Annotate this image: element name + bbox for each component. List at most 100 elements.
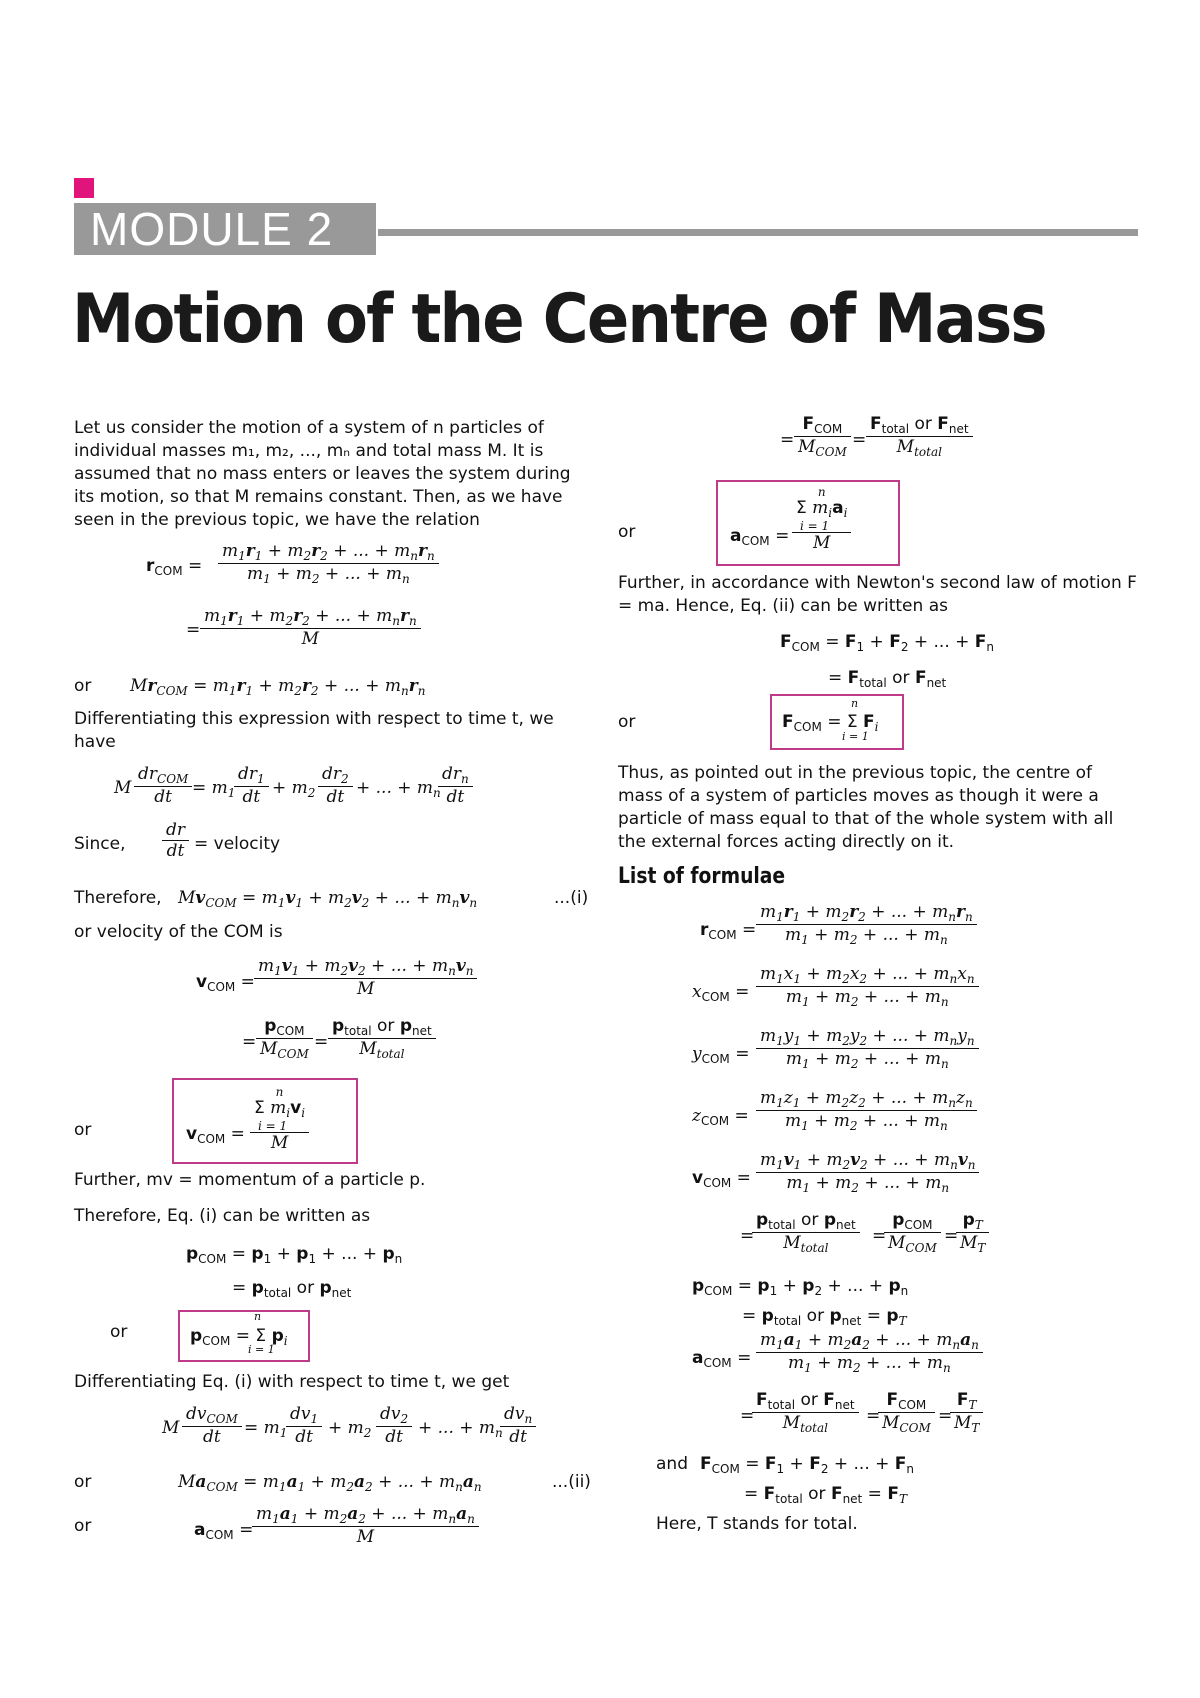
eq-acom-lhs: aCOM = [194, 1520, 254, 1542]
or-label-2: or [74, 1120, 92, 1140]
f-p-ratio-eq1: = [740, 1226, 755, 1246]
eq-mdv-dots: + ... + mn [418, 1418, 503, 1440]
since-label: Since, [74, 834, 126, 854]
eq-pcom-ratio-eq2: = [314, 1032, 329, 1052]
list-heading: List of formulae [618, 864, 786, 889]
eq-fcom-sigma: FCOM = Σ Fi [782, 712, 879, 734]
eq-pcom-ratio-eq: = [242, 1032, 257, 1052]
therefore-eq: Therefore, Eq. (i) can be written as [74, 1206, 371, 1226]
f-f-ratio-eq2: = [866, 1406, 881, 1426]
f-rcom-frac: m1r1 + m2r2 + ... + mnrn m1 + m2 + ... +… [756, 902, 977, 947]
eq-mdv-eq: = m1 [244, 1418, 288, 1440]
module-label: MODULE 2 [74, 203, 376, 255]
page-title: Motion of the Centre of Mass [72, 280, 1048, 359]
eq-mdr-eq: = m1 [192, 778, 236, 800]
f-vcom-frac: m1v1 + m2v2 + ... + mnvn m1 + m2 + ... +… [756, 1150, 980, 1195]
and-label: and [656, 1454, 688, 1474]
pcom-sum-box [178, 1310, 310, 1362]
diff-text: Differentiating this expression with res… [74, 709, 554, 752]
eq-fcom-sigma-top: n [851, 697, 859, 710]
eq-pcom-sum: pCOM = p1 + p1 + ... + pn [186, 1244, 403, 1266]
eq-fcom-ratio-eq: = [780, 430, 795, 450]
f-vcom-lhs: vCOM = [692, 1168, 751, 1190]
eq-vcom-sum-lhs: vCOM = [186, 1124, 245, 1146]
module-marker [74, 178, 94, 198]
eq-rcom-lhs: rCOM = [146, 556, 203, 578]
intro-paragraph: Let us consider the motion of a system o… [74, 418, 571, 530]
module-rule [378, 229, 1138, 236]
or-label-r2: or [618, 712, 636, 732]
f-pcom-sum: pCOM = p1 + p2 + ... + pn [692, 1276, 909, 1298]
f-zcom-frac: m1z1 + m2z2 + ... + mnzn m1 + m2 + ... +… [756, 1088, 977, 1133]
f-f-ratio-eq3: = [938, 1406, 953, 1426]
eq-acom-sum-lhs: aCOM = [730, 526, 790, 548]
eq-acom-frac: m1a1 + m2a2 + ... + mnan M [252, 1504, 479, 1547]
f-zcom-lhs: zCOM = [692, 1106, 749, 1128]
eq-pcom-sigma-bottom: i = 1 [248, 1343, 275, 1356]
or-label-1: or [74, 676, 92, 696]
f-fcom-total: = Ftotal or Fnet = FT [744, 1484, 907, 1506]
or-label-5: or [74, 1516, 92, 1536]
f-acom-lhs: aCOM = [692, 1348, 752, 1370]
eq-vcom-lhs: vCOM = [196, 972, 255, 994]
diff-eq-i: Differentiating Eq. (i) with respect to … [74, 1372, 510, 1392]
eq-pcom-total: = ptotal or pnet [232, 1278, 352, 1300]
f-ycom-lhs: yCOM = [692, 1044, 750, 1066]
eq-mdv-plus: + m2 [328, 1418, 372, 1440]
eq-mdr-dots: + ... + mn [356, 778, 441, 800]
eq-pcom-sigma: pCOM = Σ pi [190, 1326, 288, 1348]
eq-pcom-sigma-top: n [254, 1310, 262, 1323]
eq-mdr-m: M [114, 778, 132, 798]
f-fcom-sum: FCOM = F1 + F2 + ... + Fn [700, 1454, 915, 1476]
acom-sum-box [716, 480, 900, 566]
f-xcom-frac: m1x1 + m2x2 + ... + mnxn m1 + m2 + ... +… [756, 964, 979, 1009]
or-label-3: or [110, 1322, 128, 1342]
f-p-ratio-eq3: = [944, 1226, 959, 1246]
eq-macom: MaCOM = m1a1 + m2a2 + ... + mnan [178, 1472, 482, 1494]
eq-i-label: ...(i) [554, 888, 589, 908]
f-pcom-total: = ptotal or pnet = pT [742, 1306, 907, 1328]
eq-vcom-frac: m1v1 + m2v2 + ... + mnvn M [254, 956, 478, 999]
vcom-sum-box [172, 1078, 358, 1164]
eq-mdv-m: M [162, 1418, 180, 1438]
eq-rcom2-eq: = [186, 620, 201, 640]
velocity-label: = velocity [194, 834, 281, 854]
newton-text: Further, in accordance with Newton's sec… [618, 573, 1137, 616]
f-acom-frac: m1a1 + m2a2 + ... + mnan m1 + m2 + ... +… [756, 1330, 983, 1375]
eq-ii-label: ...(ii) [552, 1472, 591, 1492]
therefore-label: Therefore, [74, 888, 162, 908]
eq-mdr-plus: + m2 [272, 778, 316, 800]
thus-paragraph: Thus, as pointed out in the previous top… [618, 763, 1114, 852]
f-f-ratio-eq1: = [740, 1406, 755, 1426]
f-xcom-lhs: xCOM = [692, 982, 750, 1004]
f-rcom-lhs: rCOM = [700, 920, 757, 942]
eq-mrcom: MrCOM = m1r1 + m2r2 + ... + mnrn [130, 676, 426, 698]
eq-fcom-sigma-bottom: i = 1 [842, 730, 869, 743]
eq-mvcom: MvCOM = m1v1 + m2v2 + ... + mnvn [178, 888, 478, 910]
here-note: Here, T stands for total. [656, 1514, 858, 1534]
f-p-ratio-eq2: = [872, 1226, 887, 1246]
eq-fcom-ratio-eq2: = [852, 430, 867, 450]
eq-rcom2-frac: m1r1 + m2r2 + ... + mnrn M [200, 606, 421, 649]
eq-fcom-total: = Ftotal or Fnet [828, 668, 947, 690]
